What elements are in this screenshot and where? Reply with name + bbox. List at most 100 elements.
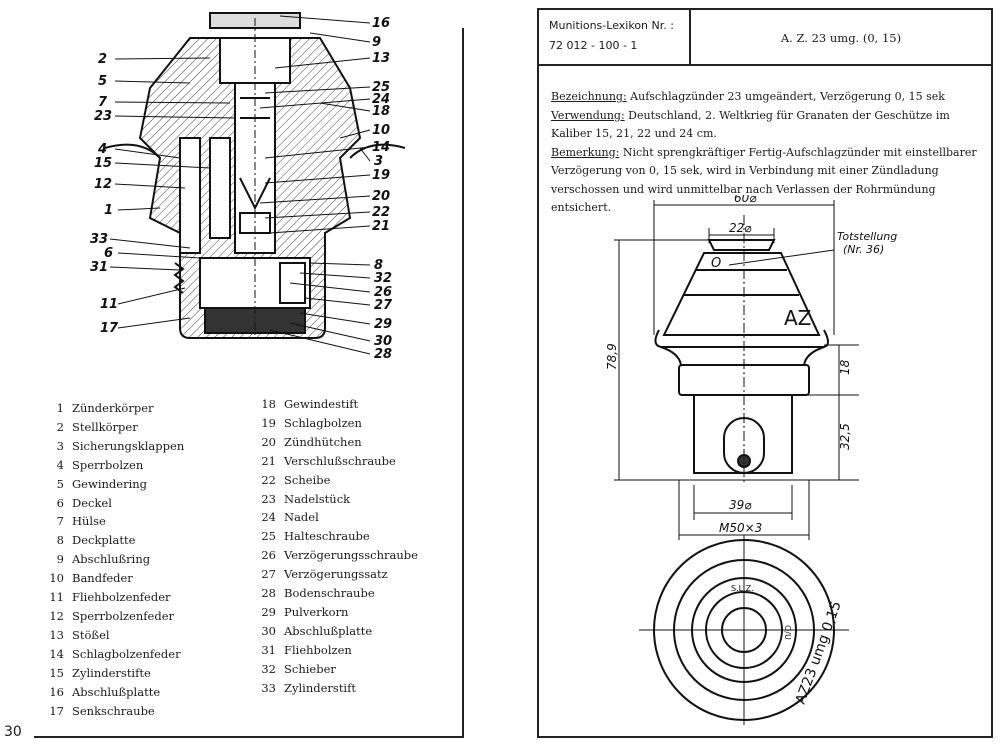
callout-label: 7 (98, 95, 108, 110)
callout-label: 12 (94, 177, 112, 192)
legend-part-name: Nadelstück (284, 491, 351, 506)
dim-body-height: 32,5 (838, 423, 852, 450)
legend-item: 28 Bodenschraube (250, 584, 418, 603)
callout-label: 11 (100, 297, 118, 312)
legend-number: 18 (261, 397, 276, 411)
legend-number: 13 (49, 627, 64, 642)
legend-item: 9 Abschlußring (38, 550, 184, 569)
legend-number: 29 (261, 604, 276, 619)
callout-label: 20 (372, 189, 390, 204)
legend-item: 6 Deckel (38, 494, 184, 513)
totstellung-number: (Nr. 36) (843, 243, 884, 256)
legend-part-name: Verschlußschraube (284, 453, 396, 468)
fuze-cross-section-diagram: 2 5 7 23 4 15 12 1 33 6 31 11 17 16 9 13… (90, 12, 406, 362)
legend-number: 33 (261, 680, 276, 695)
legend-part-name: Deckplatte (72, 533, 136, 548)
callout-label: 29 (374, 317, 392, 332)
callout-label: 33 (90, 232, 108, 247)
callout-label: 19 (372, 168, 390, 183)
dim-total-height: 78,9 (605, 343, 619, 370)
marking-az: AZ (784, 306, 811, 330)
legend-item: 21 Verschlußschraube (250, 452, 418, 471)
legend-part-name: Schlagbolzenfeder (72, 646, 181, 661)
lexikon-label: Munitions-Lexikon Nr. : (549, 19, 674, 32)
legend-number: 11 (49, 590, 64, 605)
legend-item: 20 Zündhütchen (250, 433, 418, 452)
legend-number: 23 (261, 491, 276, 506)
legend-item: 14 Schlagbolzenfeder (38, 645, 184, 664)
legend-part-name: Sicherungsklappen (72, 438, 185, 453)
legend-item: 13 Stößel (38, 626, 184, 645)
legend-part-name: Fliehbolzen (284, 642, 352, 657)
legend-number: 9 (56, 552, 64, 567)
legend-item: 24 Nadel (250, 508, 418, 527)
marking-o: O (711, 256, 721, 271)
legend-part-name: Zylinderstifte (72, 665, 151, 680)
legend-number: 14 (49, 646, 64, 661)
legend-part-name: Halteschraube (284, 529, 370, 544)
legend-number: 30 (261, 623, 276, 638)
bottom-ou-marking: O/U (783, 625, 792, 640)
legend-part-name: Bodenschraube (284, 586, 375, 601)
legend-part-name: Stößel (72, 627, 110, 642)
legend-item: 33 Zylinderstift (250, 679, 418, 698)
legend-number: 8 (56, 533, 64, 548)
page-number: 30 (4, 724, 22, 740)
legend-number: 20 (261, 434, 276, 449)
verwendung-text: Deutschland, 2. Weltkrieg für Granaten d… (551, 108, 950, 141)
callout-label: 27 (374, 298, 393, 313)
callout-label: 15 (94, 156, 112, 171)
callout-label: 21 (372, 219, 390, 234)
callout-label: 4 (97, 142, 107, 157)
legend-part-name: Senkschraube (72, 703, 155, 718)
callout-label: 28 (374, 347, 392, 362)
legend-number: 24 (261, 510, 276, 525)
description: Bezeichnung: Aufschlagzünder 23 umgeände… (551, 88, 987, 218)
legend-number: 27 (261, 567, 276, 582)
legend-number: 6 (56, 495, 64, 510)
callout-label: 25 (372, 80, 390, 95)
callout-label: 5 (98, 74, 107, 89)
totstellung-label: Totstellung (837, 230, 897, 243)
legend-part-name: Zündhütchen (284, 434, 362, 449)
legend-number: 28 (261, 586, 276, 601)
verwendung-label: Verwendung: (551, 108, 625, 122)
bottom-small-marking: S.L.Z. (731, 584, 754, 593)
lexikon-number: 72 012 - 100 - 1 (549, 39, 638, 52)
legend-part-name: Sperrbolzenfeder (72, 608, 175, 623)
callout-label: 6 (104, 246, 113, 261)
page-border (462, 28, 464, 738)
callout-label: 2 (98, 52, 107, 67)
legend-number: 5 (56, 476, 64, 491)
legend-item: 23 Nadelstück (250, 490, 418, 509)
page-border (34, 736, 464, 738)
callout-label: 9 (372, 35, 381, 50)
legend-number: 10 (49, 571, 64, 586)
legend-number: 15 (49, 665, 64, 680)
datasheet-frame: Munitions-Lexikon Nr. : 72 012 - 100 - 1… (537, 8, 993, 738)
callout-label: 24 (372, 92, 390, 107)
bemerkung-text: Nicht sprengkräftiger Fertig-Aufschlagzü… (551, 145, 977, 215)
legend-number: 21 (261, 453, 276, 468)
legend-part-name: Deckel (72, 495, 112, 510)
callout-label: 13 (372, 51, 390, 66)
legend-part-name: Zylinderstift (284, 680, 356, 695)
legend-part-name: Scheibe (284, 472, 331, 487)
legend-part-name: Nadel (284, 510, 319, 525)
legend-part-name: Abschlußring (72, 552, 151, 567)
legend-number: 22 (261, 472, 276, 487)
